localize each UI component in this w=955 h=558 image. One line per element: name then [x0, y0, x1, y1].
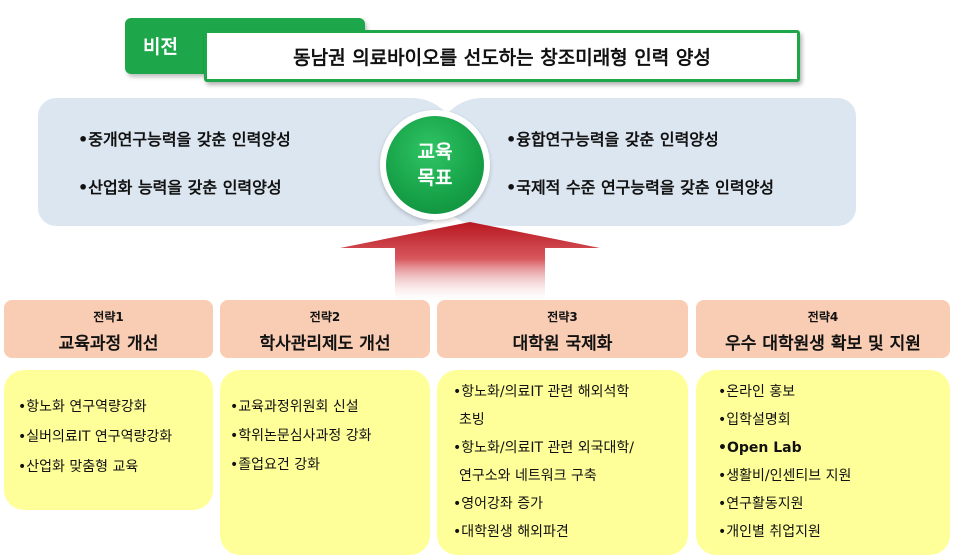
strategy-title: 대학원 국제화: [512, 334, 613, 354]
list-item: •생활비/인센티브 지원: [718, 468, 852, 484]
vision-statement-box: 동남권 의료바이오를 선도하는 창조미래형 인력 양성: [204, 30, 800, 82]
list-item: 연구소와 네트워크 구축: [459, 468, 597, 484]
list-item: •항노화/의료IT 관련 외국대학/: [453, 440, 634, 456]
education-goal-circle: 교육 목표: [386, 116, 484, 214]
goal-item: •산업화 능력을 갖춘 인력양성: [78, 178, 282, 197]
strategy-title: 학사관리제도 개선: [259, 334, 391, 354]
strategy-3-body: •항노화/의료IT 관련 해외석학 초빙 •항노화/의료IT 관련 외국대학/ …: [437, 370, 688, 555]
strategy-3-header: 전략3 대학원 국제화: [437, 300, 688, 358]
education-goals-panel: •중개연구능력을 갖춘 인력양성 •산업화 능력을 갖춘 인력양성 •융합연구능…: [38, 98, 856, 226]
goal-item: •융합연구능력을 갖춘 인력양성: [506, 130, 719, 149]
strategy-number: 전략1: [93, 310, 124, 324]
list-item: •항노화/의료IT 관련 해외석학: [453, 384, 630, 400]
strategy-1-body: •항노화 연구역량강화 •실버의료IT 연구역량강화 •산업화 맞춤형 교육: [4, 370, 213, 510]
list-item: •산업화 맞춤형 교육: [18, 459, 139, 475]
list-item: •학위논문심사과정 강화: [230, 428, 372, 444]
list-item: •개인별 취업지원: [718, 524, 821, 540]
strategy-2-header: 전략2 학사관리제도 개선: [220, 300, 430, 358]
list-item: •온라인 홍보: [718, 384, 796, 400]
list-item: •교육과정위원회 신설: [230, 399, 359, 415]
strategy-4-body: •온라인 홍보 •입학설명회 •Open Lab •생활비/인센티브 지원 •연…: [696, 370, 950, 555]
vision-statement: 동남권 의료바이오를 선도하는 창조미래형 인력 양성: [293, 46, 711, 69]
list-item: 초빙: [459, 412, 485, 428]
goal-badge-line1: 교육: [417, 141, 453, 163]
strategy-number: 전략2: [309, 310, 341, 324]
upward-arrow-icon: [340, 222, 600, 304]
list-item: •Open Lab: [718, 440, 802, 456]
strategy-number: 전략4: [807, 310, 839, 324]
vision-label: 비전: [143, 36, 178, 58]
goal-item: •국제적 수준 연구능력을 갖춘 인력양성: [506, 178, 775, 197]
list-item: •연구활동지원: [718, 496, 804, 512]
list-item: •입학설명회: [718, 412, 791, 428]
strategy-1-header: 전략1 교육과정 개선: [4, 300, 213, 358]
education-goal-badge: 교육 목표: [380, 110, 490, 220]
strategy-title: 교육과정 개선: [58, 334, 159, 354]
strategy-4-header: 전략4 우수 대학원생 확보 및 지원: [696, 300, 950, 358]
list-item: •실버의료IT 연구역량강화: [18, 429, 173, 445]
strategy-2-body: •교육과정위원회 신설 •학위논문심사과정 강화 •졸업요건 강화: [220, 370, 430, 555]
goal-badge-line2: 목표: [417, 167, 453, 189]
goal-item: •중개연구능력을 갖춘 인력양성: [78, 130, 291, 149]
goals-left-panel: •중개연구능력을 갖춘 인력양성 •산업화 능력을 갖춘 인력양성: [38, 98, 458, 226]
list-item: •영어강좌 증가: [453, 496, 543, 512]
goals-right-panel: •융합연구능력을 갖춘 인력양성 •국제적 수준 연구능력을 갖춘 인력양성: [436, 98, 856, 226]
list-item: •항노화 연구역량강화: [18, 399, 147, 415]
list-item: •대학원생 해외파견: [453, 524, 569, 540]
strategy-number: 전략3: [547, 310, 578, 324]
strategy-title: 우수 대학원생 확보 및 지원: [725, 334, 921, 354]
list-item: •졸업요건 강화: [230, 457, 320, 473]
